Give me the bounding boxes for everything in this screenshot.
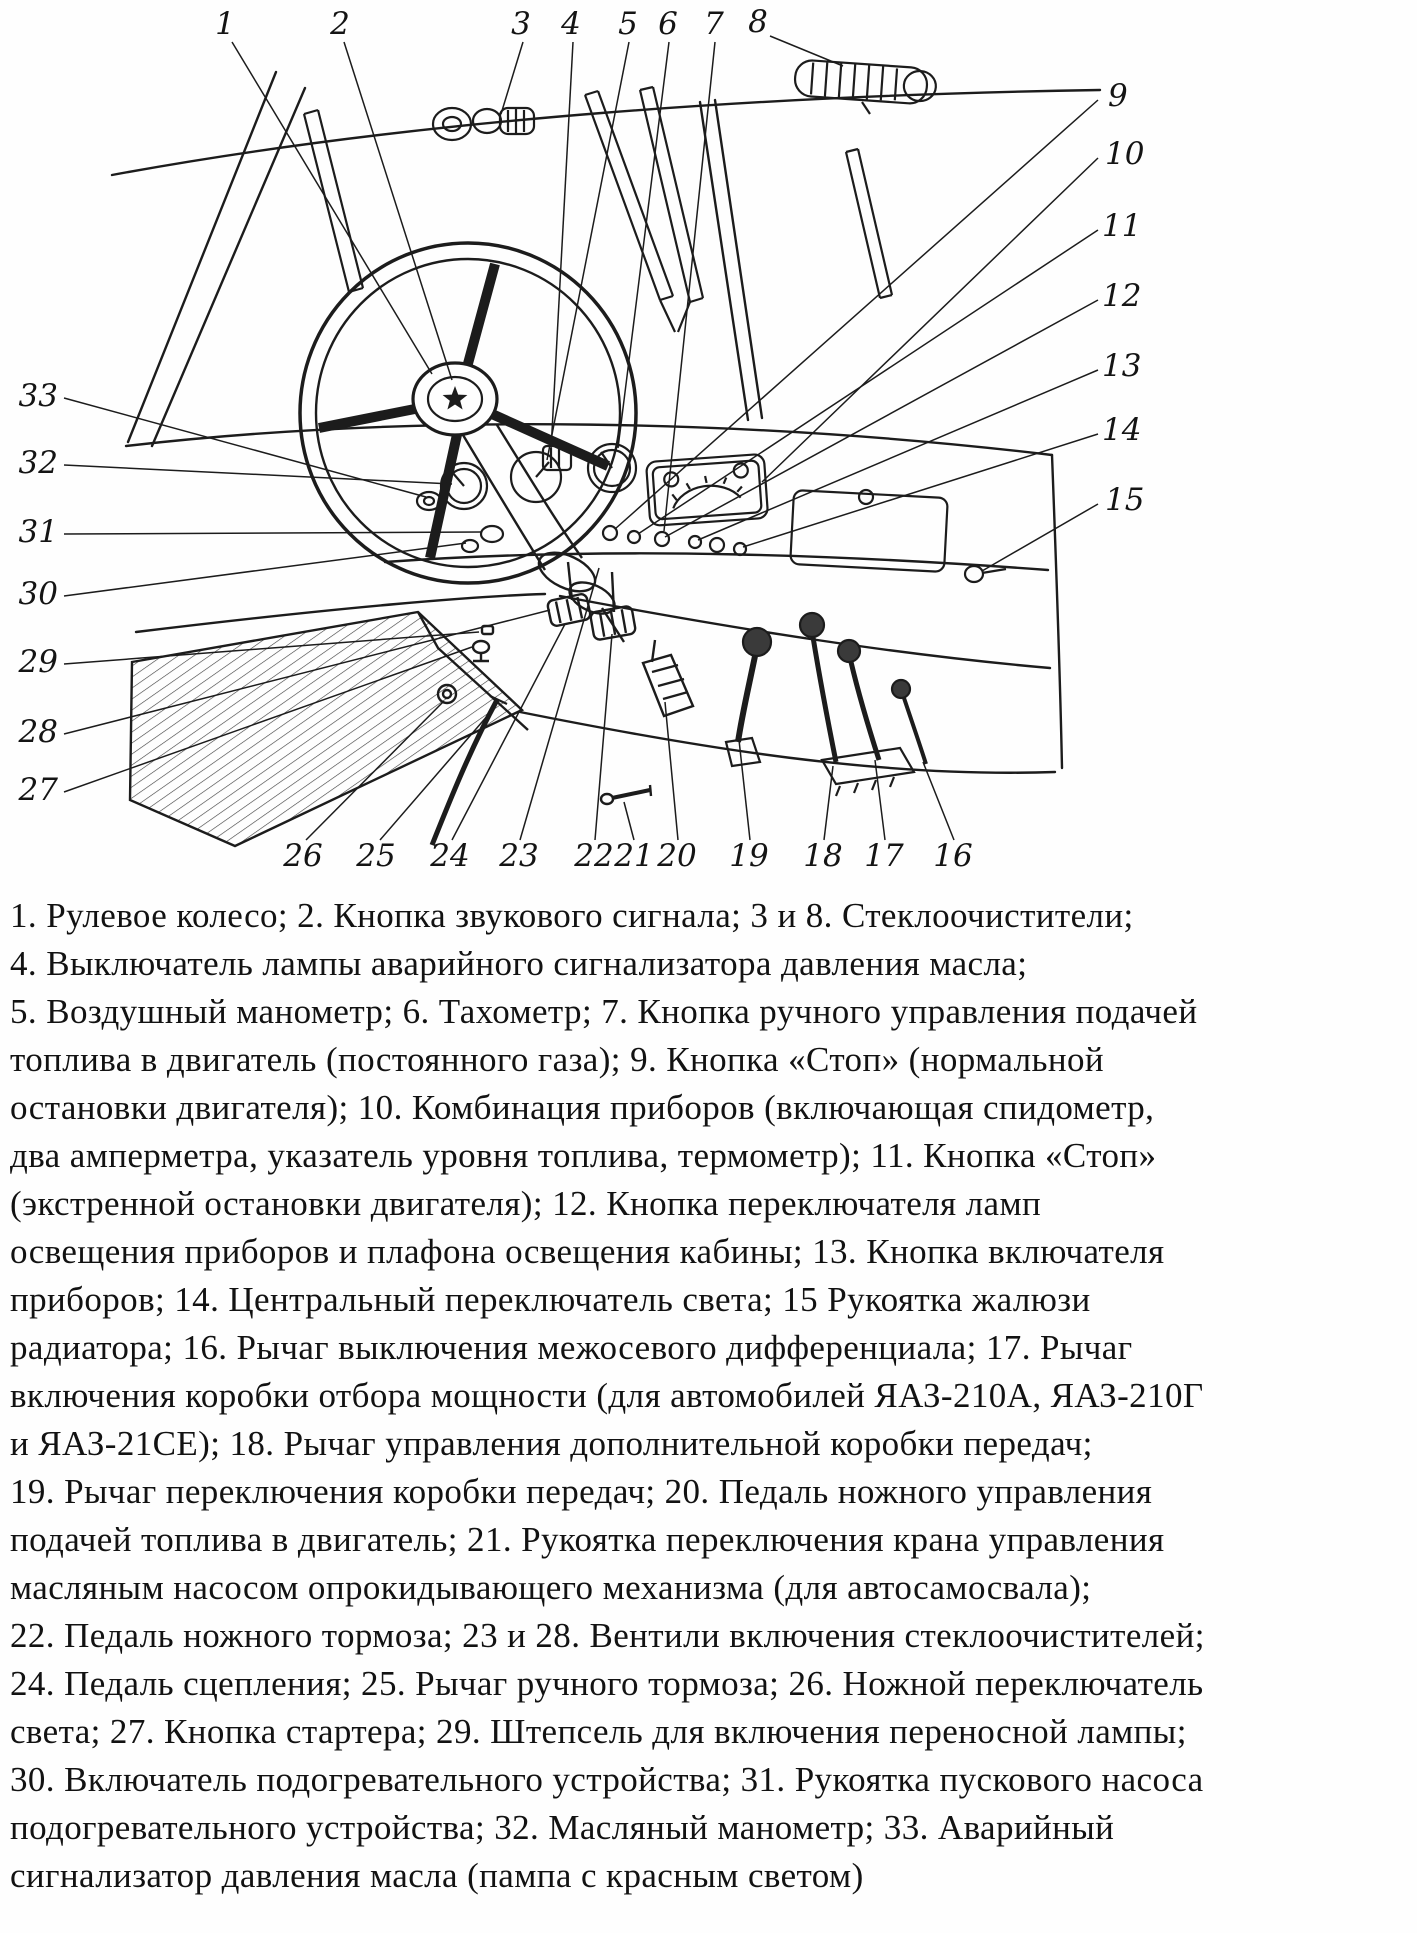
steering-wheel (298, 241, 638, 585)
callout-leader-lines (63, 35, 1099, 841)
pedals-and-floor-controls (436, 561, 695, 806)
legend-line: радиатора; 16. Рычаг выключения межосево… (10, 1328, 1133, 1367)
legend-line: масляным насосом опрокидывающего механиз… (10, 1568, 1092, 1607)
legend-line: подачей топлива в двигатель; 21. Рукоятк… (10, 1520, 1165, 1559)
figure-cab-controls-diagram: 1 2 3 4 5 6 7 8 9 10 11 12 13 14 15 16 1… (0, 0, 1417, 880)
callout-23: 23 (498, 838, 538, 874)
legend-line: 30. Включатель подогревательного устройс… (10, 1760, 1204, 1799)
callout-29: 29 (18, 644, 58, 680)
callout-18: 18 (803, 838, 842, 874)
legend-line: 1. Рулевое колесо; 2. Кнопка звукового с… (10, 896, 1134, 935)
callout-30: 30 (19, 576, 58, 612)
legend-line: включения коробки отбора мощности (для а… (10, 1376, 1204, 1415)
cab-frame (110, 70, 1102, 774)
callout-10: 10 (1105, 136, 1144, 172)
callout-16: 16 (933, 838, 972, 874)
callout-4: 4 (560, 6, 581, 42)
legend-line: и ЯАЗ-21СЕ); 18. Рычаг управления дополн… (10, 1424, 1093, 1463)
callout-20: 20 (656, 838, 696, 874)
callout-15: 15 (1105, 482, 1144, 518)
callout-7: 7 (704, 6, 724, 42)
callout-31: 31 (19, 514, 58, 550)
callout-26: 26 (282, 838, 322, 874)
legend-line: 24. Педаль сцепления; 25. Рычаг ручного … (10, 1664, 1204, 1703)
callout-11: 11 (1102, 208, 1141, 244)
callout-27: 27 (18, 772, 59, 808)
callout-3: 3 (511, 6, 531, 42)
callout-13: 13 (1102, 348, 1141, 384)
legend-line: приборов; 14. Центральный переключатель … (10, 1280, 1091, 1319)
legend-line: два амперметра, указатель уровня топлива… (10, 1136, 1157, 1175)
callout-21: 21 (613, 838, 653, 874)
callout-8: 8 (748, 4, 768, 40)
legend-line: 4. Выключатель лампы аварийного сигнализ… (10, 944, 1028, 983)
callout-33: 33 (19, 378, 58, 414)
legend-line: 5. Воздушный манометр; 6. Тахометр; 7. К… (10, 992, 1198, 1031)
callout-2: 2 (329, 6, 350, 42)
callout-6: 6 (658, 6, 678, 42)
legend-line: света; 27. Кнопка стартера; 29. Штепсель… (10, 1712, 1187, 1751)
callout-19: 19 (729, 838, 768, 874)
legend-line: (экстренной остановки двигателя); 12. Кн… (10, 1184, 1042, 1223)
dashboard-instruments (415, 442, 1007, 584)
legend-line: 22. Педаль ножного тормоза; 23 и 28. Вен… (10, 1616, 1205, 1655)
legend-line: топлива в двигатель (постоянного газа); … (10, 1040, 1105, 1079)
driver-seat (128, 610, 529, 848)
callout-32: 32 (19, 445, 58, 481)
callout-numbers: 1 2 3 4 5 6 7 8 9 10 11 12 13 14 15 16 1… (18, 4, 1145, 874)
legend-line: освещения приборов и плафона освещения к… (10, 1232, 1165, 1271)
callout-14: 14 (1102, 412, 1141, 448)
wiper-mechanisms (302, 59, 937, 333)
legend-line: сигнализатор давления масла (пампа с кра… (10, 1856, 864, 1895)
gear-levers (429, 611, 928, 846)
cab-drawing: 1 2 3 4 5 6 7 8 9 10 11 12 13 14 15 16 1… (18, 4, 1145, 874)
callout-28: 28 (18, 714, 58, 750)
callout-1: 1 (215, 6, 235, 42)
callout-24: 24 (429, 838, 469, 874)
legend: 1. Рулевое колесо; 2. Кнопка звукового с… (0, 884, 1417, 1900)
horn-button-star (442, 386, 468, 410)
callout-5: 5 (618, 6, 638, 42)
callout-17: 17 (864, 838, 904, 874)
legend-line: остановки двигателя); 10. Комбинация при… (10, 1088, 1155, 1127)
callout-12: 12 (1102, 278, 1141, 314)
callout-9: 9 (1108, 78, 1128, 114)
legend-line: 19. Рычаг переключения коробки передач; … (10, 1472, 1153, 1511)
callout-25: 25 (355, 838, 395, 874)
callout-22: 22 (573, 838, 613, 874)
legend-line: подогревательного устройства; 32. Маслян… (10, 1808, 1115, 1847)
